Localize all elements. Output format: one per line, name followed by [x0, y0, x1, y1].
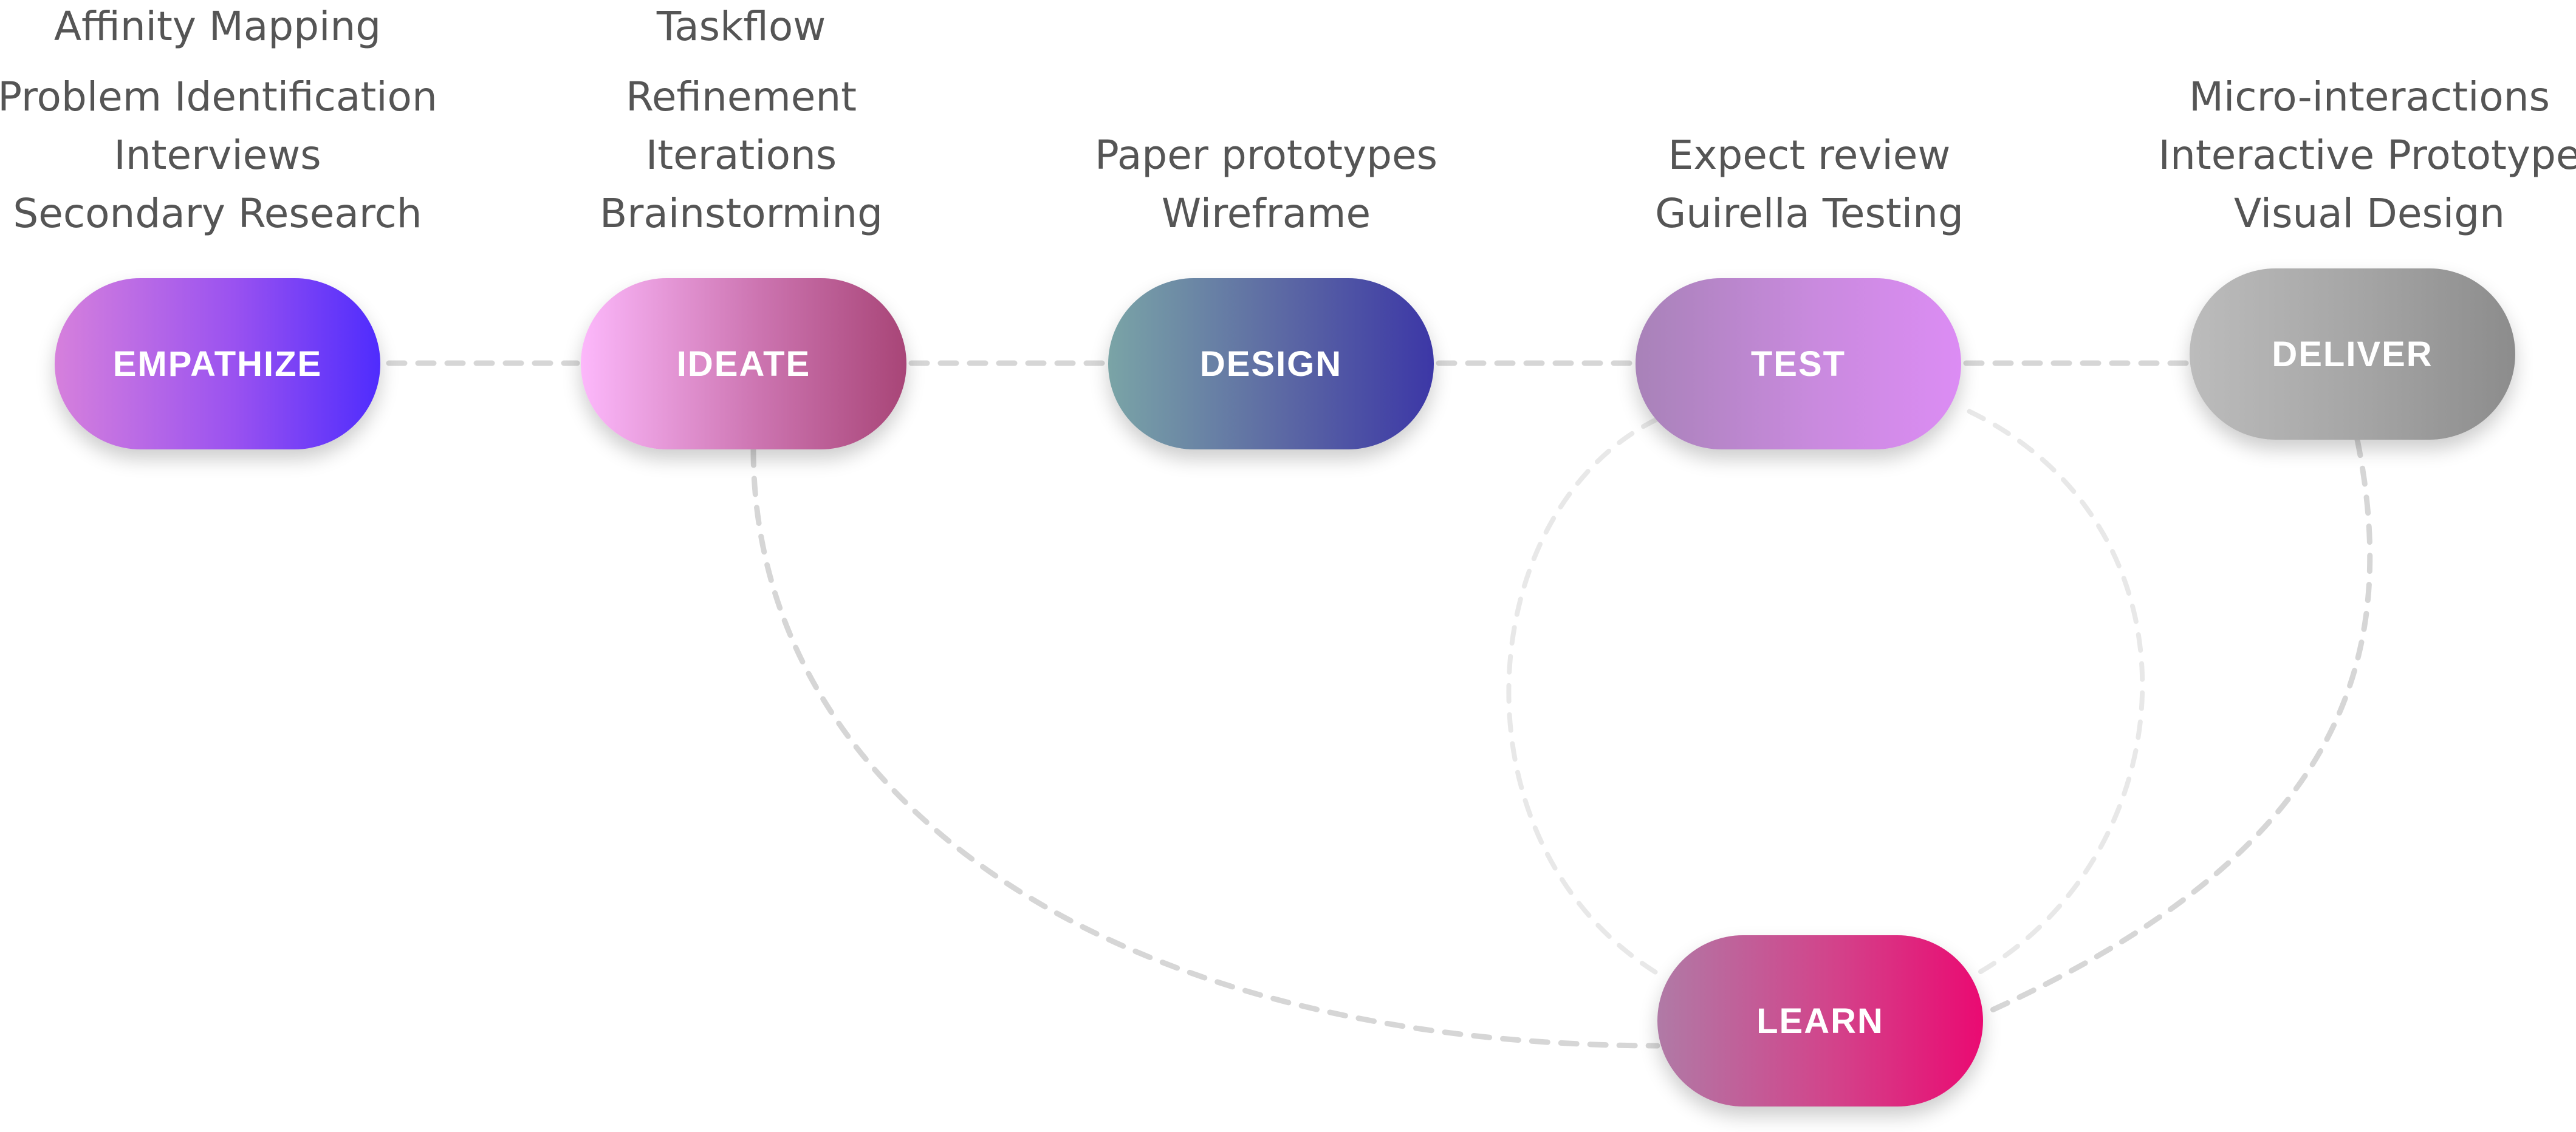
stage-label: IDEATE — [676, 344, 811, 384]
activity-label: Affinity Mapping — [53, 3, 382, 50]
connector-ideate-learn — [750, 446, 1660, 1049]
stage-learn: LEARN — [1657, 935, 1983, 1106]
activities-test: Expect review Guirella Testing — [1655, 126, 1964, 243]
stage-label: TEST — [1750, 344, 1846, 384]
stage-label: LEARN — [1756, 1001, 1884, 1041]
activity-label: Paper prototypes — [1095, 132, 1437, 179]
stage-test: TEST — [1636, 278, 1961, 449]
stage-design: DESIGN — [1108, 278, 1434, 449]
activity-label: Wireframe — [1161, 190, 1371, 237]
activity-label: Micro-interactions — [2189, 73, 2550, 120]
activity-label: Interactive Prototype — [2158, 132, 2576, 179]
stage-deliver: DELIVER — [2190, 268, 2515, 440]
activity-label: Secondary Research — [13, 190, 422, 237]
activity-label: Problem Identification — [0, 73, 437, 120]
connector-deliver-learn — [1980, 437, 2373, 1017]
activities-deliver: Micro-interactions Interactive Prototype… — [2159, 68, 2576, 243]
activity-label: Refinement — [625, 73, 857, 120]
activities-design: Paper prototypes Wireframe — [1095, 126, 1437, 243]
stage-label: EMPATHIZE — [112, 344, 323, 384]
stage-label: DESIGN — [1199, 344, 1343, 384]
activity-label: Taskflow — [656, 3, 826, 50]
connector-learn-test — [1960, 406, 2145, 974]
stage-label: DELIVER — [2272, 334, 2433, 374]
activity-label: Visual Design — [2234, 190, 2505, 237]
activity-label: Brainstorming — [600, 190, 883, 237]
activity-label: Interviews — [114, 132, 321, 179]
activity-label: Iterations — [645, 132, 837, 179]
stage-empathize: EMPATHIZE — [55, 278, 380, 449]
activities-ideate: Taskflow Refinement Iterations Brainstor… — [600, 0, 883, 243]
activity-label: Guirella Testing — [1655, 190, 1964, 237]
connector-test-learn — [1506, 417, 1667, 980]
activity-label: Expect review — [1668, 132, 1951, 179]
activities-empathize: Affinity Mapping Problem Identification … — [0, 0, 437, 243]
stage-ideate: IDEATE — [581, 278, 906, 449]
